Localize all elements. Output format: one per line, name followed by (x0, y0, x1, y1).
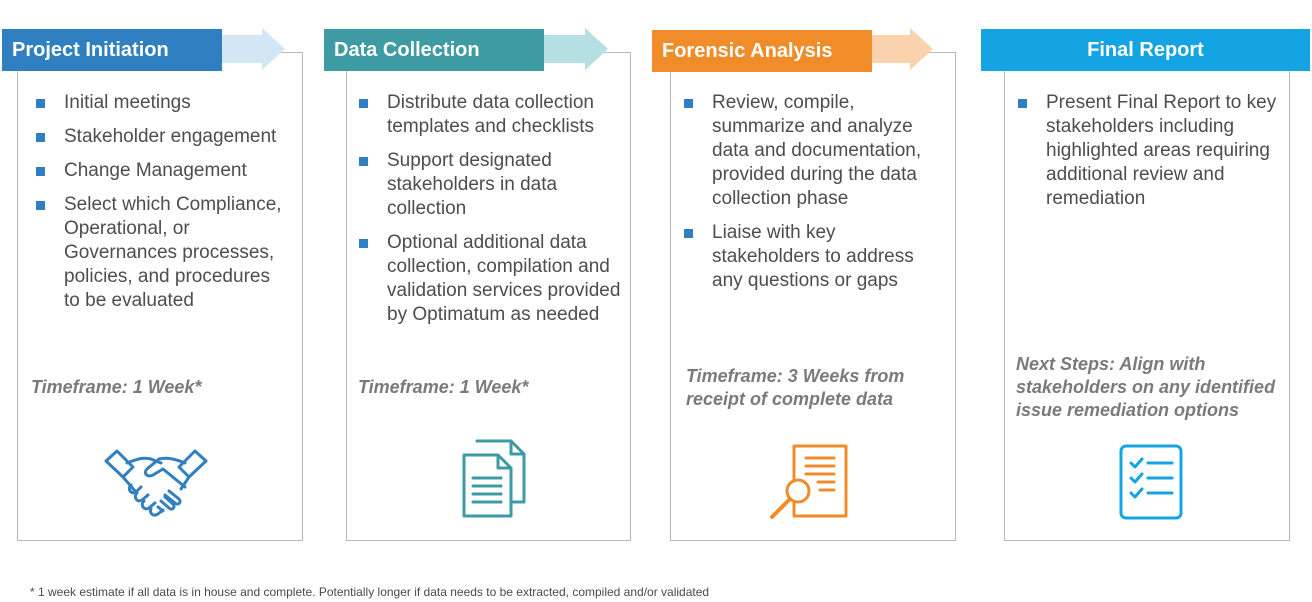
bullet-icon (36, 167, 45, 176)
phase-header-project-initiation: Project Initiation (2, 29, 222, 71)
documents-icon (462, 439, 526, 518)
arrow-right-icon (210, 28, 285, 70)
handshake-icon (104, 449, 208, 517)
phase-title: Data Collection (334, 38, 480, 61)
phase-items-list: Present Final Report to key stakeholders… (1018, 91, 1280, 221)
phase-title: Project Initiation (12, 38, 169, 61)
phase-items-list: Initial meetings Stakeholder engagement … (36, 91, 291, 323)
phase-header-data-collection: Data Collection (324, 29, 544, 71)
list-item: Initial meetings (36, 91, 291, 115)
phase-items-list: Distribute data collection templates and… (359, 91, 621, 337)
phase-items-list: Review, compile, summarize and analyze d… (684, 91, 946, 303)
checklist-icon (1119, 444, 1183, 520)
list-item: Optional additional data collection, com… (359, 231, 621, 327)
phase-card-final-report (1004, 52, 1290, 541)
phase-header-forensic-analysis: Forensic Analysis (652, 30, 872, 72)
list-item: Support designated stakeholders in data … (359, 149, 621, 221)
footnote: * 1 week estimate if all data is in hous… (30, 585, 710, 599)
bullet-icon (36, 133, 45, 142)
bullet-icon (36, 99, 45, 108)
bullet-icon (36, 201, 45, 210)
bullet-icon (359, 99, 368, 108)
phase-card-data-collection (346, 52, 631, 541)
list-item: Change Management (36, 159, 291, 183)
phase-timeframe: Timeframe: 1 Week* (358, 377, 529, 397)
bullet-icon (359, 239, 368, 248)
arrow-right-icon (858, 28, 933, 70)
bullet-icon (684, 99, 693, 108)
list-item: Liaise with key stakeholders to address … (684, 221, 946, 293)
phase-title: Final Report (1087, 38, 1204, 61)
bullet-icon (1018, 99, 1027, 108)
list-item: Distribute data collection templates and… (359, 91, 621, 139)
phase-timeframe: Timeframe: 1 Week* (31, 377, 202, 397)
bullet-icon (359, 157, 368, 166)
arrow-right-icon (533, 28, 608, 70)
list-item: Select which Compliance, Operational, or… (36, 193, 291, 313)
list-item: Present Final Report to key stakeholders… (1018, 91, 1280, 211)
list-item: Stakeholder engagement (36, 125, 291, 149)
list-item: Review, compile, summarize and analyze d… (684, 91, 946, 211)
phase-timeframe: Timeframe: 3 Weeks from receipt of compl… (686, 366, 905, 409)
bullet-icon (684, 229, 693, 238)
next-steps-text: Next Steps: Align with stakeholders on a… (1016, 354, 1276, 420)
phase-header-final-report: Final Report (981, 29, 1310, 71)
phase-title: Forensic Analysis (662, 39, 833, 62)
document-magnifier-icon (770, 444, 848, 519)
